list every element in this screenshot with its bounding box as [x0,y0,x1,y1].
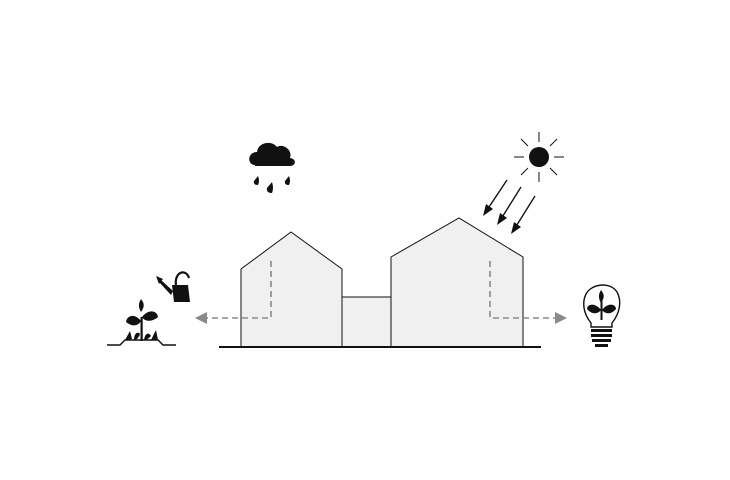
building-left [240,231,343,348]
light-bulb-icon [583,284,621,347]
rain-cloud-icon [249,142,295,193]
building-right [390,217,524,348]
water-flow-arrow [195,261,272,324]
sun-icon [514,132,564,182]
watering-can-icon [156,271,191,302]
sunlight-rays-icon [483,179,536,234]
building-connector [341,296,392,348]
energy-flow-arrow [489,261,567,324]
plant-icon [107,299,176,346]
